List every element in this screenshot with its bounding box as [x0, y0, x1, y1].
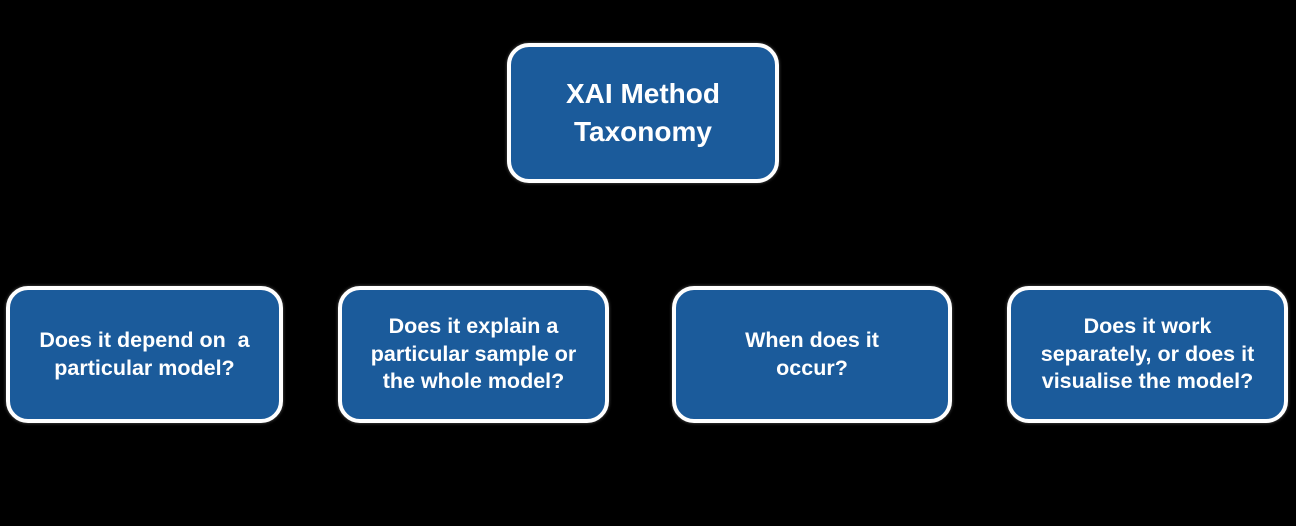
- child-node-separate-or-visualise-label: Does it work separately, or does it visu…: [1040, 313, 1255, 394]
- child-node-explanation-scope: Does it explain a particular sample or t…: [338, 286, 609, 423]
- child-node-when-it-occurs: When does it occur?: [672, 286, 952, 423]
- child-node-separate-or-visualise: Does it work separately, or does it visu…: [1007, 286, 1288, 423]
- child-node-model-dependence-label: Does it depend on a particular model?: [39, 327, 250, 380]
- child-node-when-it-occurs-label: When does it occur?: [745, 327, 879, 380]
- root-node-xai-method-taxonomy: XAI Method Taxonomy: [507, 43, 779, 183]
- root-node-label: XAI Method Taxonomy: [566, 77, 720, 147]
- child-node-explanation-scope-label: Does it explain a particular sample or t…: [370, 313, 577, 394]
- child-node-model-dependence: Does it depend on a particular model?: [6, 286, 283, 423]
